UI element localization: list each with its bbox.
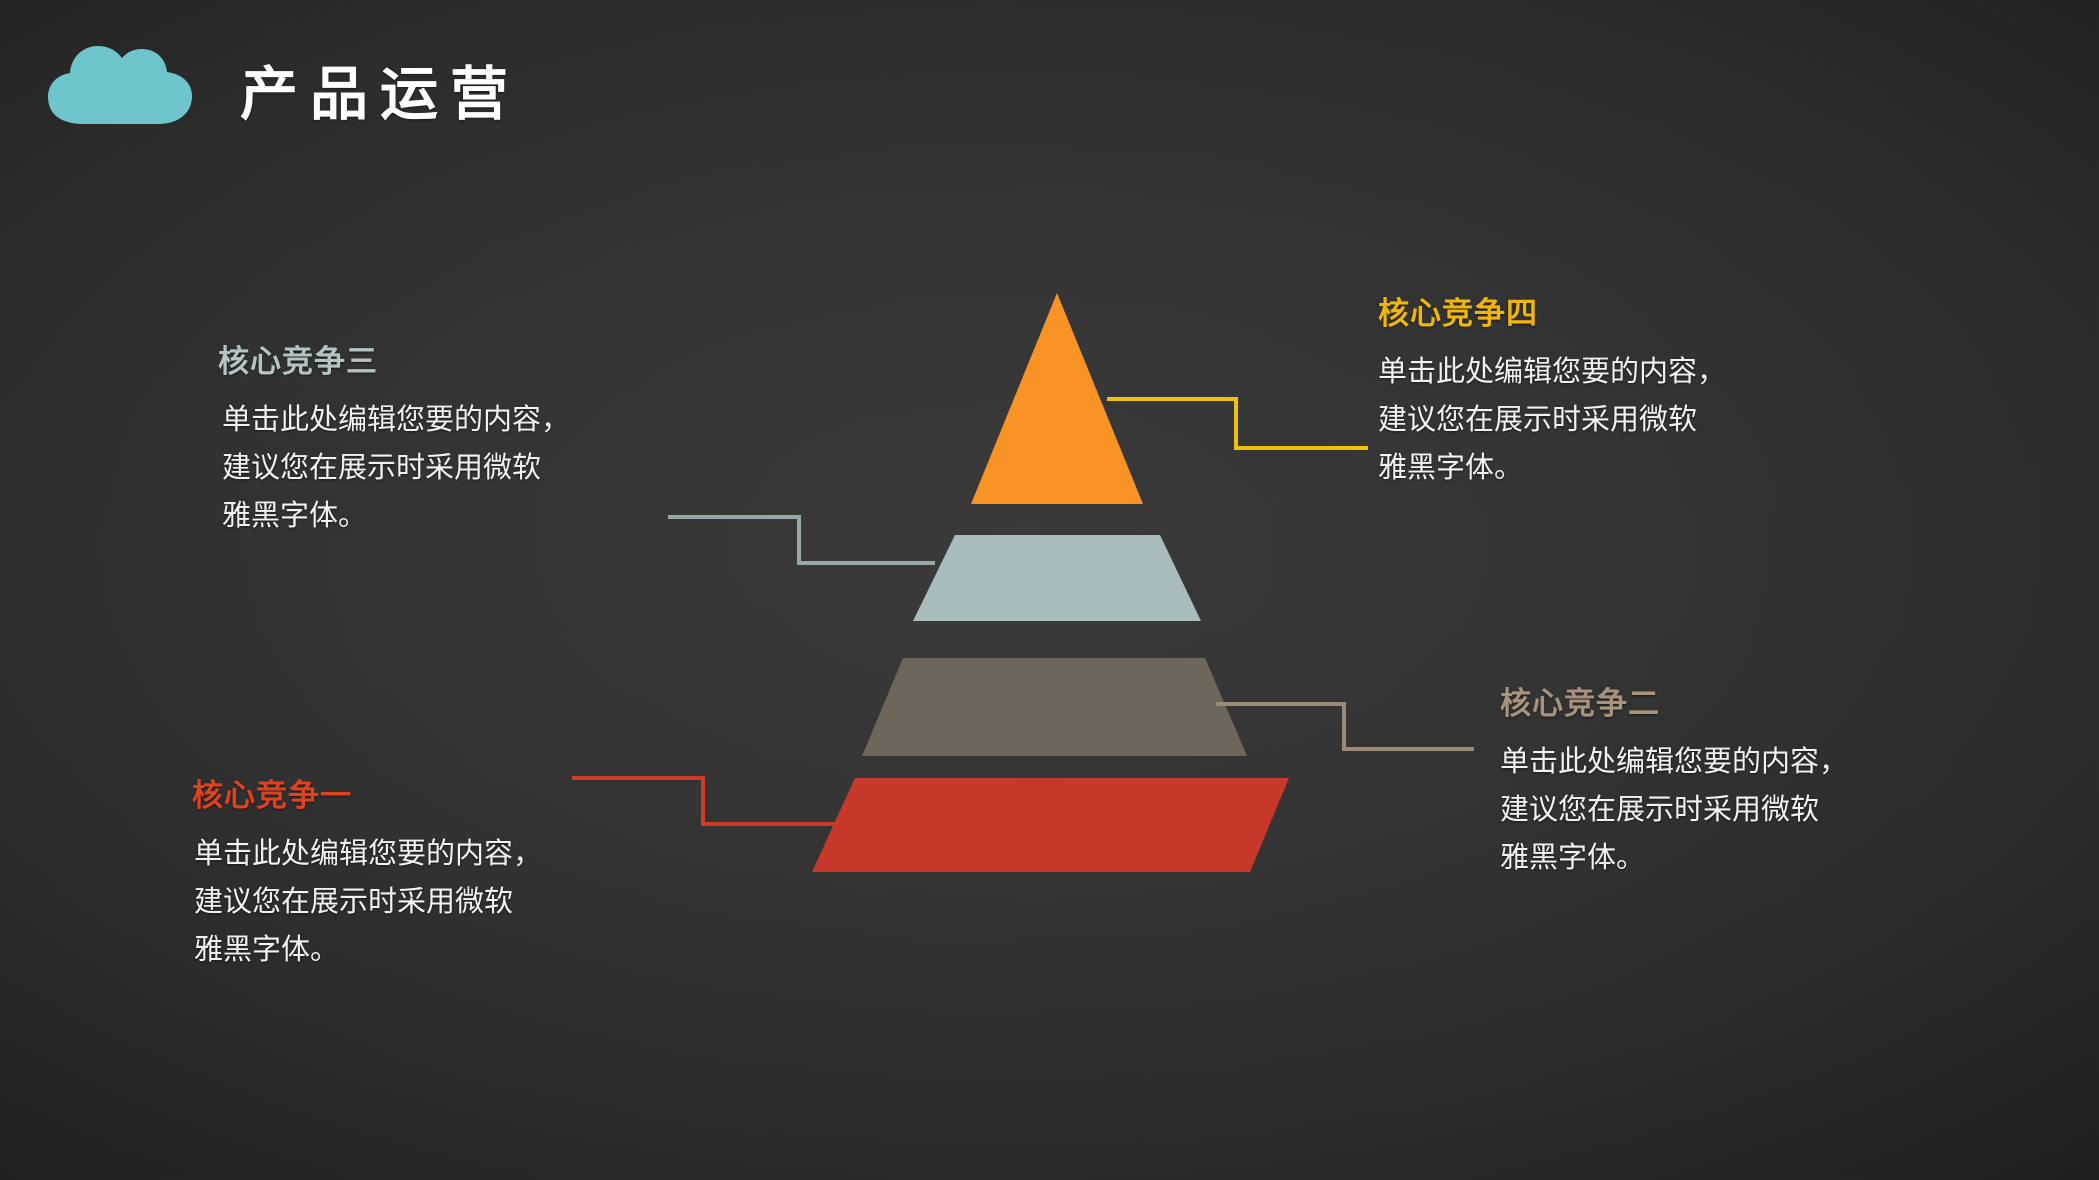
body-line: 单击此处编辑您要的内容，: [222, 404, 571, 436]
connector-line-two: [1216, 702, 1474, 751]
body-line: 建议您在展示时采用微软: [1500, 793, 1820, 826]
body-line: 雅黑字体。: [1500, 841, 1646, 874]
text-block-core-competence-four[interactable]: 核心竞争四 单击此处编辑您要的内容， 建议您在展示时采用微软 雅黑字体。: [1378, 288, 1898, 493]
body-line: 建议您在展示时采用微软: [194, 885, 514, 918]
text-block-core-competence-one[interactable]: 核心竞争一 单击此处编辑您要的内容， 建议您在展示时采用微软 雅黑字体。: [192, 770, 712, 975]
block-body-four: 单击此处编辑您要的内容， 建议您在展示时采用微软 雅黑字体。: [1378, 349, 1898, 493]
text-block-core-competence-three[interactable]: 核心竞争三 单击此处编辑您要的内容， 建议您在展示时采用微软 雅黑字体。: [208, 336, 728, 541]
slide-header: 产品运营: [0, 0, 2099, 170]
block-title-two: 核心竞争二: [1500, 686, 1660, 721]
block-title-one: 核心竞争一: [192, 778, 352, 813]
body-line: 雅黑字体。: [222, 499, 368, 532]
block-body-two: 单击此处编辑您要的内容， 建议您在展示时采用微软 雅黑字体。: [1500, 739, 2020, 883]
connector-line-one: [572, 776, 838, 826]
body-line: 单击此处编辑您要的内容，: [1378, 356, 1727, 388]
connector-line-four: [1107, 397, 1368, 450]
block-body-three: 单击此处编辑您要的内容， 建议您在展示时采用微软 雅黑字体。: [208, 397, 728, 541]
body-line: 雅黑字体。: [194, 933, 340, 966]
pyramid-tier-third[interactable]: [862, 658, 1247, 756]
block-body-one: 单击此处编辑您要的内容， 建议您在展示时采用微软 雅黑字体。: [192, 831, 712, 975]
body-line: 建议您在展示时采用微软: [222, 451, 542, 484]
block-title-three: 核心竞争三: [218, 344, 378, 379]
cloud-icon: [48, 46, 192, 124]
body-line: 单击此处编辑您要的内容，: [194, 838, 543, 870]
text-block-core-competence-two[interactable]: 核心竞争二 单击此处编辑您要的内容， 建议您在展示时采用微软 雅黑字体。: [1500, 678, 2020, 883]
pyramid-tier-bottom[interactable]: [812, 778, 1289, 872]
pyramid-tier-top[interactable]: [971, 293, 1143, 504]
body-line: 建议您在展示时采用微软: [1378, 403, 1698, 436]
body-line: 雅黑字体。: [1378, 451, 1524, 484]
pyramid-tier-second[interactable]: [913, 535, 1201, 621]
connector-line-three: [668, 515, 935, 565]
body-line: 单击此处编辑您要的内容，: [1500, 746, 1849, 778]
page-title: 产品运营: [240, 62, 521, 127]
block-title-four: 核心竞争四: [1378, 296, 1538, 331]
